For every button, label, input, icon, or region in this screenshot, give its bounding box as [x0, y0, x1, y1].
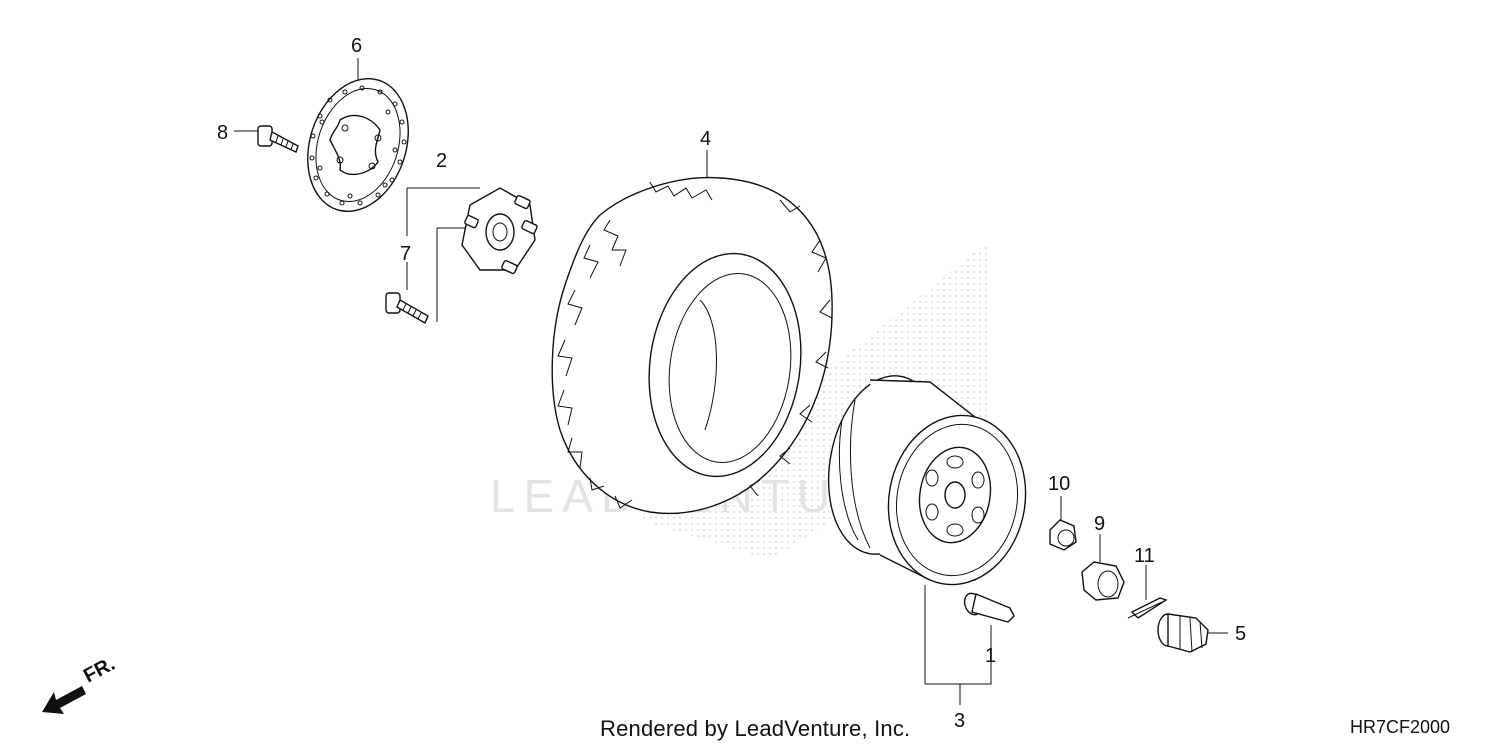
callout-6: 6 [351, 35, 362, 57]
callout-7: 7 [400, 243, 411, 265]
hub-cap [1157, 613, 1209, 653]
disc-bolt [257, 125, 299, 153]
callout-numbers: 6 8 2 7 4 10 9 11 5 1 3 [217, 35, 1246, 732]
brake-disc [307, 77, 409, 213]
callout-5: 5 [1235, 623, 1246, 645]
callout-1: 1 [985, 645, 996, 667]
callout-9: 9 [1094, 513, 1105, 535]
callout-10: 10 [1048, 473, 1070, 495]
wheel-rim [827, 375, 1027, 586]
hub-bolt [385, 292, 429, 324]
callout-4: 4 [700, 128, 711, 150]
front-direction-arrow [42, 686, 86, 714]
tire [551, 176, 833, 515]
diagram-code: HR7CF2000 [1350, 717, 1451, 737]
callout-2: 2 [436, 150, 447, 172]
castle-nut [1081, 561, 1125, 601]
leader-lines [234, 58, 1228, 705]
valve-stem [963, 592, 1015, 623]
wheel-nut [1049, 519, 1077, 551]
wheel-hub [461, 187, 538, 275]
callout-11: 11 [1134, 545, 1155, 567]
rendered-by-credit: Rendered by LeadVenture, Inc. [600, 716, 911, 741]
cotter-pin [1127, 597, 1168, 619]
callout-3: 3 [954, 710, 965, 732]
callout-8: 8 [217, 122, 228, 144]
